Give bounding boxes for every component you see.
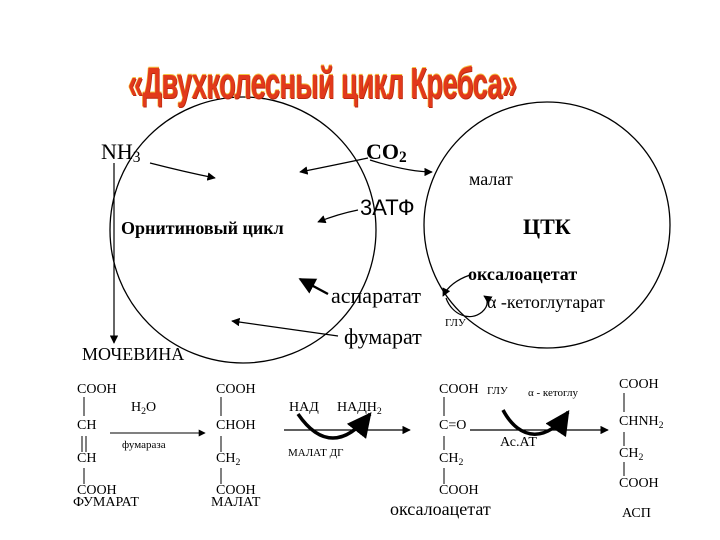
- malate-dh-label: МАЛАТ ДГ: [288, 447, 344, 459]
- ornithine-cycle-label: Орнитиновый цикл: [121, 218, 284, 238]
- malate-c2: CHOH: [216, 418, 256, 433]
- oxalo-aspartate-arrow: [442, 274, 471, 297]
- aspartate-label: аспаратат: [331, 283, 421, 308]
- nad-label: НАД: [289, 400, 319, 415]
- malate-c1: COOH: [216, 382, 256, 397]
- oxaloacetate-label: оксалоацетат: [468, 264, 578, 284]
- nh3-arrow: [149, 162, 216, 181]
- akg-bottom-label: α - кетоглу: [528, 387, 578, 399]
- atf-arrow: [317, 209, 359, 224]
- fumarate-c2: CH: [77, 418, 97, 433]
- oxalo-c3: CH2: [439, 451, 464, 468]
- diagram-title: «Двухколесный цикл Кребса»: [128, 59, 517, 108]
- h2o-label: H2O: [131, 400, 157, 417]
- malate-c4: COOH: [216, 483, 256, 498]
- asp-c3: CH2: [619, 446, 644, 463]
- oxalo-c4: COOH: [439, 483, 479, 498]
- nh3-label: NH3: [101, 139, 141, 166]
- glu-label: ГЛУ: [445, 317, 466, 329]
- nad-curve-arrow: [296, 412, 372, 440]
- malate-c3: CH2: [216, 451, 241, 468]
- fumarate-arrow: [231, 317, 339, 337]
- glu-akg-loop: [445, 295, 493, 318]
- tca-label: ЦТК: [523, 214, 571, 239]
- aspartate-arrow: [298, 277, 329, 296]
- urea-label: МОЧЕВИНА: [82, 344, 185, 364]
- oxalo-c1: COOH: [439, 382, 479, 397]
- tca-cycle-circle: [423, 101, 671, 349]
- oxalo-c2: C=O: [439, 418, 467, 433]
- fumarate-bonds: [81, 397, 87, 484]
- asat-label: Ас.АТ: [500, 435, 537, 450]
- glu-bottom-label: ГЛУ: [487, 385, 508, 397]
- fumarate-name: ФУМАРАТ: [73, 495, 139, 510]
- co2-arrow: [299, 157, 369, 175]
- fumarate-c1: COOH: [77, 382, 117, 397]
- fumarase-label: фумараза: [122, 439, 166, 451]
- asp-c1: COOH: [619, 377, 659, 392]
- asp-c2: CHNH2: [619, 414, 664, 431]
- co2-label: CO2: [366, 139, 407, 166]
- ornithine-cycle-circle: [109, 96, 377, 364]
- malate-name: МАЛАТ: [211, 495, 261, 510]
- malat-label: малат: [469, 169, 513, 189]
- fumarate-c3: CH: [77, 451, 97, 466]
- asp-name: АСП: [622, 506, 651, 521]
- glu-curve-arrow: [501, 409, 570, 438]
- akg-label: α -кетоглутарат: [487, 292, 605, 312]
- atf-label: 3АТФ: [360, 195, 415, 220]
- asp-c4: COOH: [619, 476, 659, 491]
- oxalo-name: оксалоацетат: [390, 499, 491, 519]
- fumarate-c4: COOH: [77, 483, 117, 498]
- malat-arrow: [369, 159, 433, 177]
- nadh2-label: НАДН2: [337, 400, 382, 417]
- fumarate-label: фумарат: [344, 324, 422, 349]
